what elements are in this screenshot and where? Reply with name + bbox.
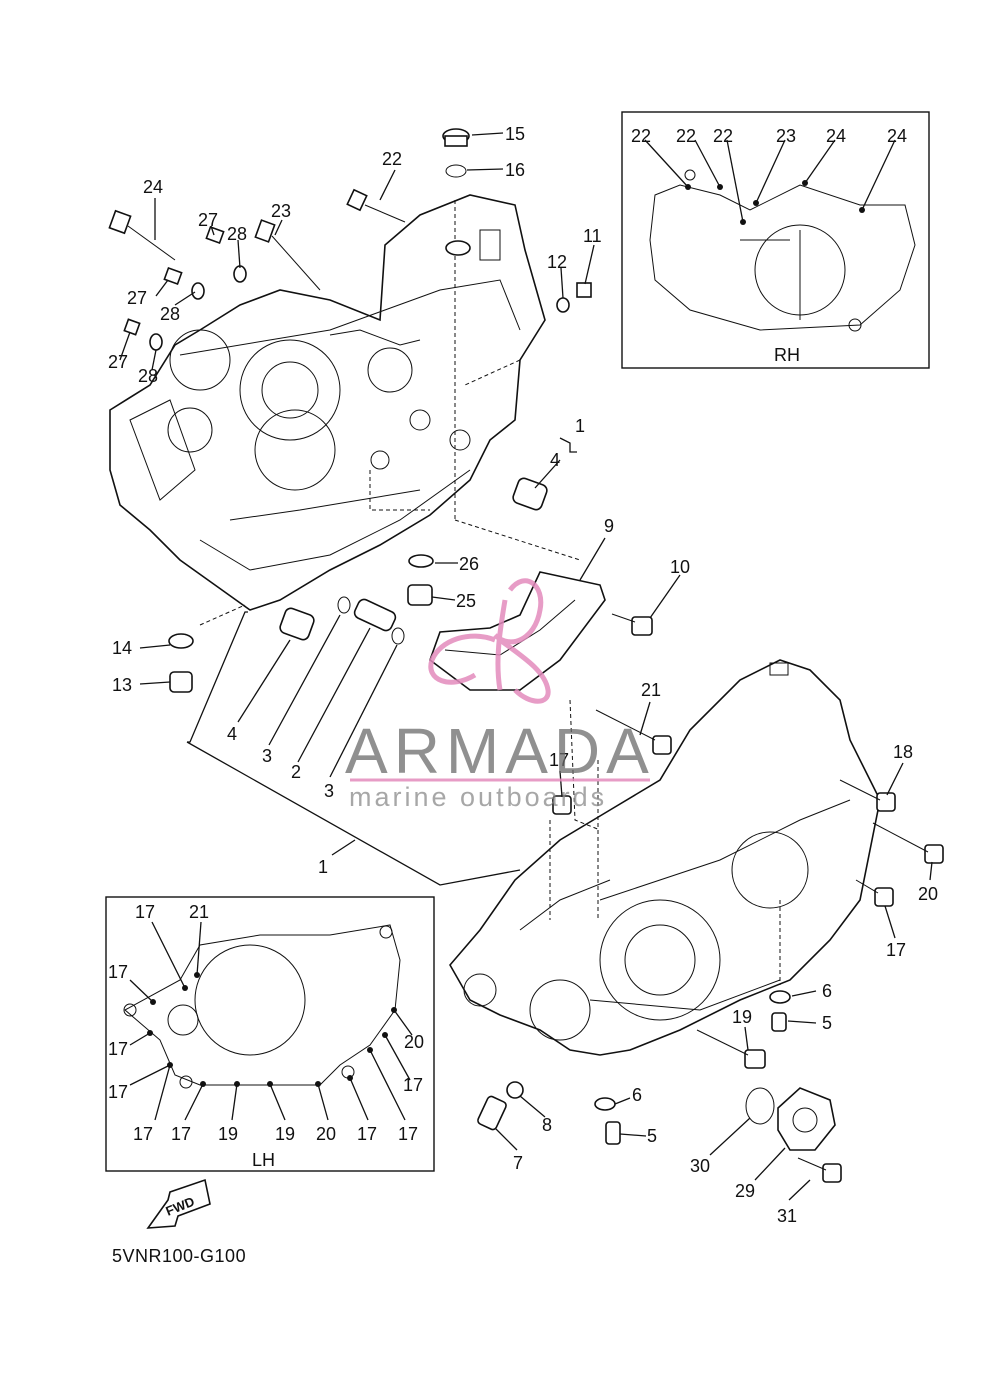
rh-label: 22: [631, 126, 651, 146]
lh-label: 17: [171, 1124, 191, 1144]
lh-label: 17: [135, 902, 155, 922]
callout: 7: [513, 1153, 523, 1173]
rh-label: 22: [713, 126, 733, 146]
callout: 4: [227, 724, 237, 744]
callout: 5: [647, 1126, 657, 1146]
lh-label: 17: [108, 962, 128, 982]
armada-watermark: ARMADA marine outboards: [345, 578, 655, 812]
callout: 26: [459, 554, 479, 574]
lh-label: 17: [108, 1039, 128, 1059]
callout: 3: [262, 746, 272, 766]
inset-lh-title: LH: [252, 1150, 275, 1170]
callout: 27: [108, 352, 128, 372]
callout: 27: [198, 210, 218, 230]
inset-lh: 17 21 17 17 17 17 17 19 19 20 17 17 17 2…: [105, 896, 435, 1172]
watermark-logo-icon: [428, 578, 551, 704]
callout: 15: [505, 124, 525, 144]
lh-label: 20: [316, 1124, 336, 1144]
hardware-parts: [108, 128, 944, 1183]
crankcase-right-half: [449, 659, 881, 1056]
callout: 6: [822, 981, 832, 1001]
callout: 8: [542, 1115, 552, 1135]
rh-label: 22: [676, 126, 696, 146]
lh-label: 20: [404, 1032, 424, 1052]
callout: 27: [127, 288, 147, 308]
callout: 5: [822, 1013, 832, 1033]
baffle-plate: [429, 571, 606, 691]
rh-label: 23: [776, 126, 796, 146]
lh-label: 17: [357, 1124, 377, 1144]
lh-label: 17: [403, 1075, 423, 1095]
lh-label: 19: [275, 1124, 295, 1144]
callout: 28: [227, 224, 247, 244]
callout: 3: [324, 781, 334, 801]
callout: 29: [735, 1181, 755, 1201]
rh-label: 24: [887, 126, 907, 146]
diagram-code: 5VNR100-G100: [112, 1246, 247, 1266]
callout: 1: [318, 857, 328, 877]
callout: 16: [505, 160, 525, 180]
callout: 9: [604, 516, 614, 536]
lh-label: 17: [398, 1124, 418, 1144]
callout: 17: [549, 750, 569, 770]
callout: 25: [456, 591, 476, 611]
lh-label: 21: [189, 902, 209, 922]
lh-label: 17: [108, 1082, 128, 1102]
callout: 10: [670, 557, 690, 577]
callout: 21: [641, 680, 661, 700]
callout: 30: [690, 1156, 710, 1176]
callout: 6: [632, 1085, 642, 1105]
callout: 20: [918, 884, 938, 904]
callout: 11: [583, 226, 602, 246]
inset-rh-title: RH: [774, 345, 800, 365]
callout: 14: [112, 638, 132, 658]
crankcase-left-half: [109, 194, 546, 611]
watermark-tagline: marine outboards: [349, 782, 607, 812]
callout: 19: [732, 1007, 752, 1027]
callout: 12: [547, 252, 567, 272]
watermark-brand: ARMADA: [345, 715, 655, 787]
lh-label: 17: [133, 1124, 153, 1144]
callout: 28: [138, 366, 158, 386]
callout: 4: [550, 450, 560, 470]
callout: 18: [893, 742, 913, 762]
leader-lines: [119, 132, 933, 1201]
callout: 17: [886, 940, 906, 960]
rh-label: 24: [826, 126, 846, 146]
callout: 1: [575, 416, 585, 436]
callout: 13: [112, 675, 132, 695]
callout: 28: [160, 304, 180, 324]
callout: 31: [777, 1206, 797, 1226]
inset-rh: 22 22 22 23 24 24 RH: [621, 111, 930, 369]
fwd-arrow-icon: FWD: [146, 1178, 211, 1229]
callout: 23: [271, 201, 291, 221]
callout: 22: [382, 149, 402, 169]
callout: 2: [291, 762, 301, 782]
callout-labels: 15 16 22 24 27 28 23 27 28 27 28 12 11 1…: [108, 124, 938, 1226]
callout: 24: [143, 177, 163, 197]
lh-label: 19: [218, 1124, 238, 1144]
